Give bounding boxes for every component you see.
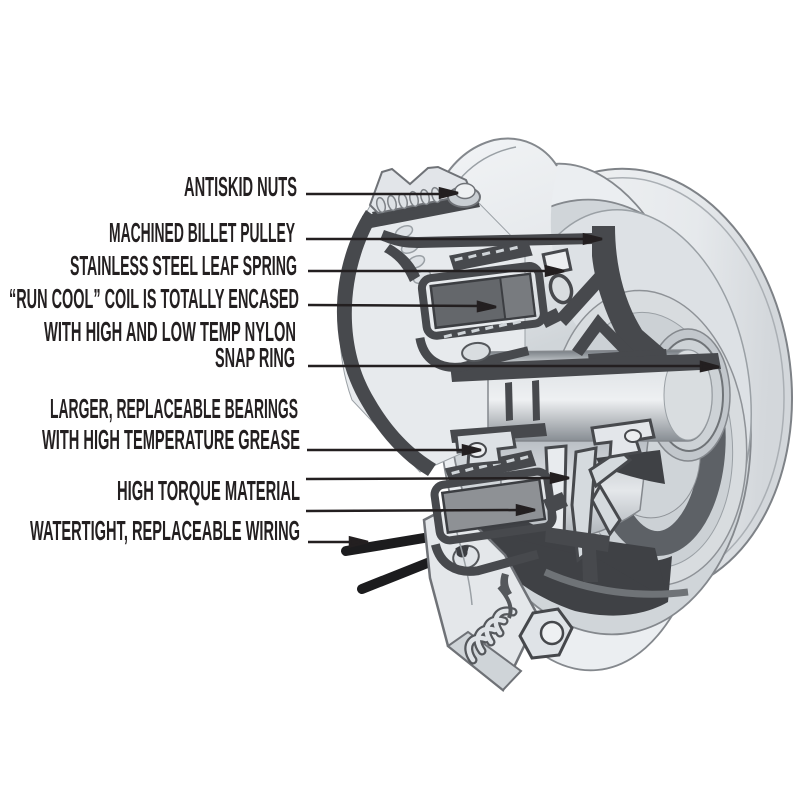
svg-text:MACHINED BILLET PULLEY: MACHINED BILLET PULLEY <box>109 217 295 248</box>
svg-text:WATERTIGHT, REPLACEABLE WIRING: WATERTIGHT, REPLACEABLE WIRING <box>30 515 300 546</box>
svg-text:WITH HIGH AND LOW TEMP NYLON: WITH HIGH AND LOW TEMP NYLON <box>44 316 296 347</box>
svg-text:LARGER, REPLACEABLE BEARINGS: LARGER, REPLACEABLE BEARINGS <box>50 393 298 424</box>
svg-text:ANTISKID NUTS: ANTISKID NUTS <box>184 171 297 202</box>
svg-text:WITH HIGH TEMPERATURE GREASE: WITH HIGH TEMPERATURE GREASE <box>42 424 300 455</box>
svg-text:SNAP RING: SNAP RING <box>215 342 295 373</box>
svg-text:STAINLESS STEEL LEAF SPRING: STAINLESS STEEL LEAF SPRING <box>70 250 297 281</box>
svg-text:“RUN COOL” COIL IS TOTALLY ENC: “RUN COOL” COIL IS TOTALLY ENCASED <box>9 283 299 314</box>
svg-text:HIGH TORQUE MATERIAL: HIGH TORQUE MATERIAL <box>117 475 300 506</box>
